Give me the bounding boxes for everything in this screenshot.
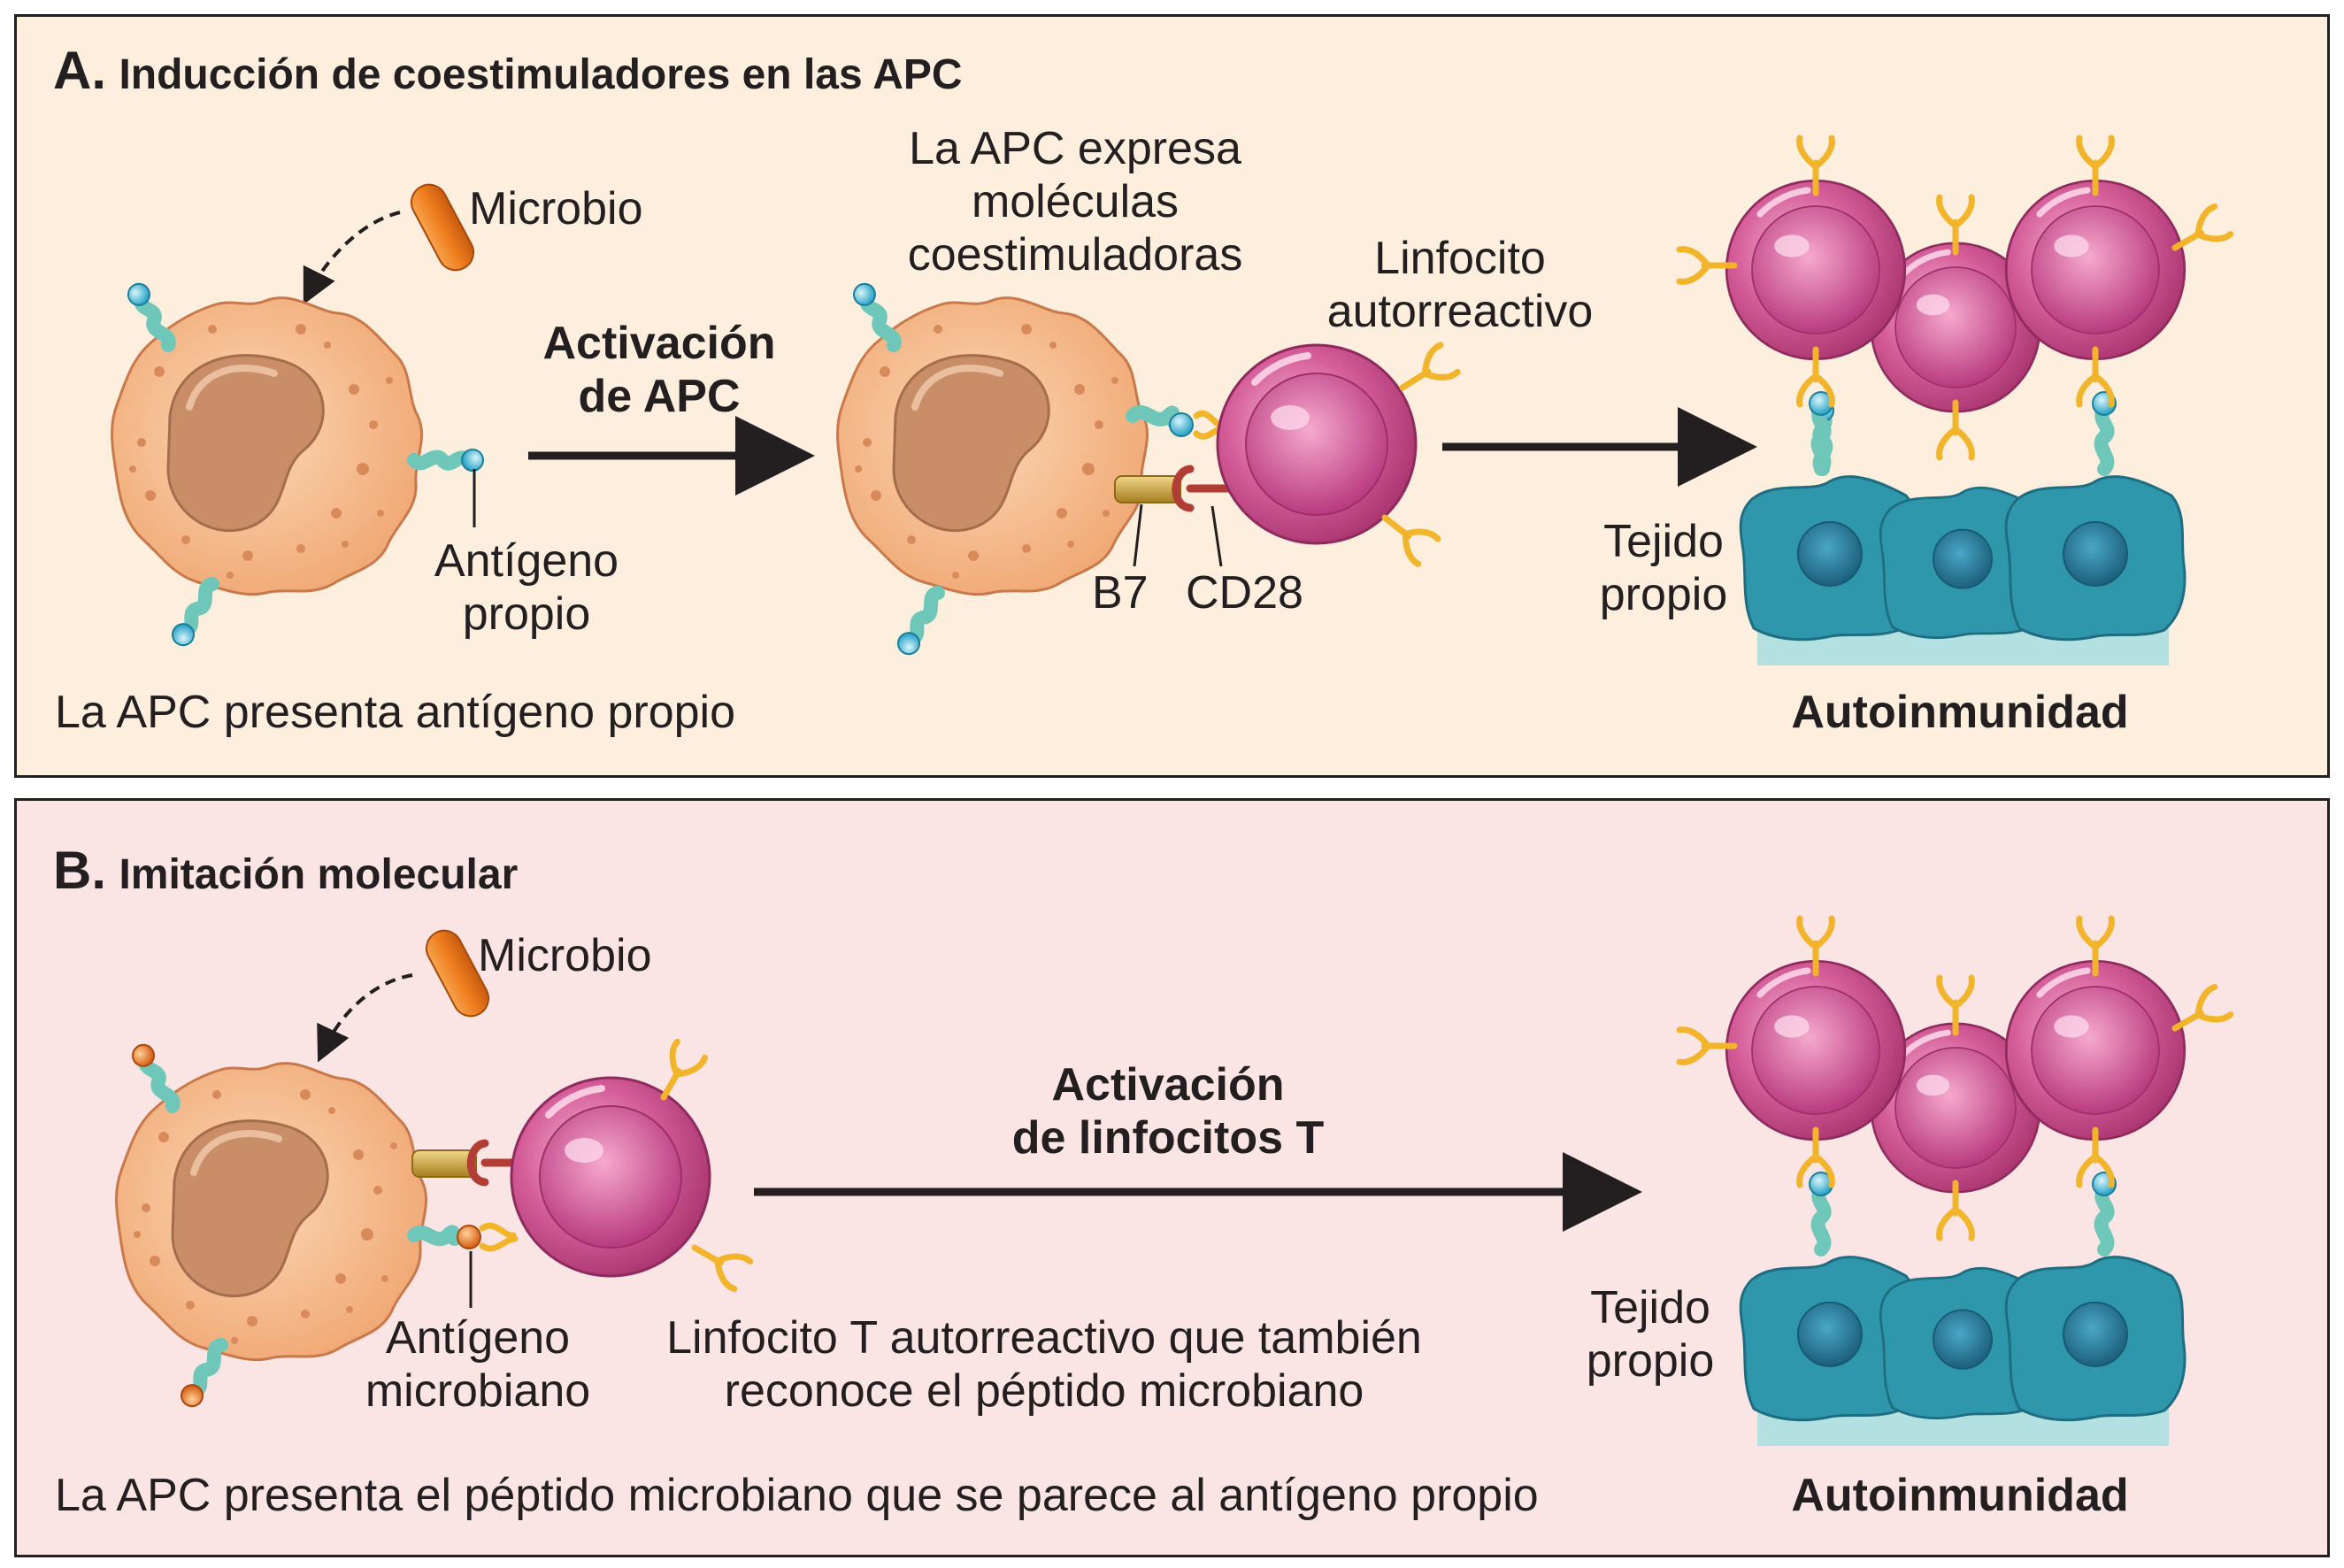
tissue-cell-icon xyxy=(2004,1256,2186,1422)
panel-b-art xyxy=(117,919,2231,1446)
microbe-label: Microbio xyxy=(469,183,643,234)
tcr-receptor-icon xyxy=(1394,345,1457,402)
panel-b-title: Imitación molecular xyxy=(119,851,519,898)
b7-label: B7 xyxy=(1092,567,1149,619)
self-tissue-label: Tejido propio xyxy=(1586,1282,1715,1387)
mhc-microbial-antigen-icon xyxy=(129,1041,182,1111)
self-tissue-label: Tejido propio xyxy=(1599,516,1728,620)
self-antigen-label: Antígeno propio xyxy=(434,535,619,640)
microbial-antigen-icon xyxy=(457,1225,481,1249)
panel-a-heading: A. Inducción de coestimuladores en las A… xyxy=(53,44,963,102)
mhc-self-antigen-icon xyxy=(125,280,178,350)
tissue-cell-icon xyxy=(2004,475,2186,642)
b7-molecule-icon xyxy=(411,1149,477,1178)
lymphocyte-icon xyxy=(1218,345,1416,543)
cd28-label: CD28 xyxy=(1186,567,1303,619)
lymphocyte-icon xyxy=(511,1078,710,1276)
b7-molecule-icon xyxy=(1114,475,1181,503)
autoreactive-lymphocyte-label: Linfocito autorreactivo xyxy=(1326,233,1594,337)
tcr-receptor-icon xyxy=(687,1234,750,1289)
panel-a-caption: La APC presenta antígeno propio xyxy=(55,687,736,738)
mhc-microbial-antigen-icon xyxy=(178,1340,231,1410)
panel-b-result-label: Autoinmunidad xyxy=(1791,1470,2129,1521)
apc-cell-icon xyxy=(112,298,422,595)
mhc-self-antigen-icon xyxy=(895,588,948,658)
panel-a-result-label: Autoinmunidad xyxy=(1791,687,2129,738)
apc-activation-label: Activación de APC xyxy=(542,318,776,422)
self-antigen-icon xyxy=(1169,412,1194,437)
lymphocyte-icon xyxy=(1726,961,1905,1140)
lymphocyte-icon xyxy=(2006,181,2185,359)
lymphocyte-icon xyxy=(2006,961,2185,1140)
lymphocyte-icon xyxy=(1726,181,1905,359)
apc-expresses-label: La APC expresa moléculas coestimuladoras xyxy=(907,123,1243,281)
microbe-label: Microbio xyxy=(478,930,652,981)
panel-a-art xyxy=(112,138,2231,665)
panel-a-letter: A. xyxy=(53,41,106,100)
mhc-self-antigen-icon xyxy=(169,579,222,649)
apc-cell-icon xyxy=(838,298,1148,595)
mhc-self-antigen-icon xyxy=(850,280,903,350)
panel-b-heading: B. Imitación molecular xyxy=(53,844,518,902)
panel-b-letter: B. xyxy=(53,841,106,900)
mhc-self-antigen-icon xyxy=(414,450,483,471)
autoreactive-tcell-label: Linfocito T autorreactivo que también re… xyxy=(666,1312,1422,1417)
panel-a-title: Inducción de coestimuladores en las APC xyxy=(119,51,963,98)
tcell-activation-label: Activación de linfocitos T xyxy=(1011,1059,1325,1164)
panel-b-caption: La APC presenta el péptido microbiano qu… xyxy=(55,1470,1539,1521)
microbial-antigen-label: Antígeno microbiano xyxy=(365,1312,591,1417)
